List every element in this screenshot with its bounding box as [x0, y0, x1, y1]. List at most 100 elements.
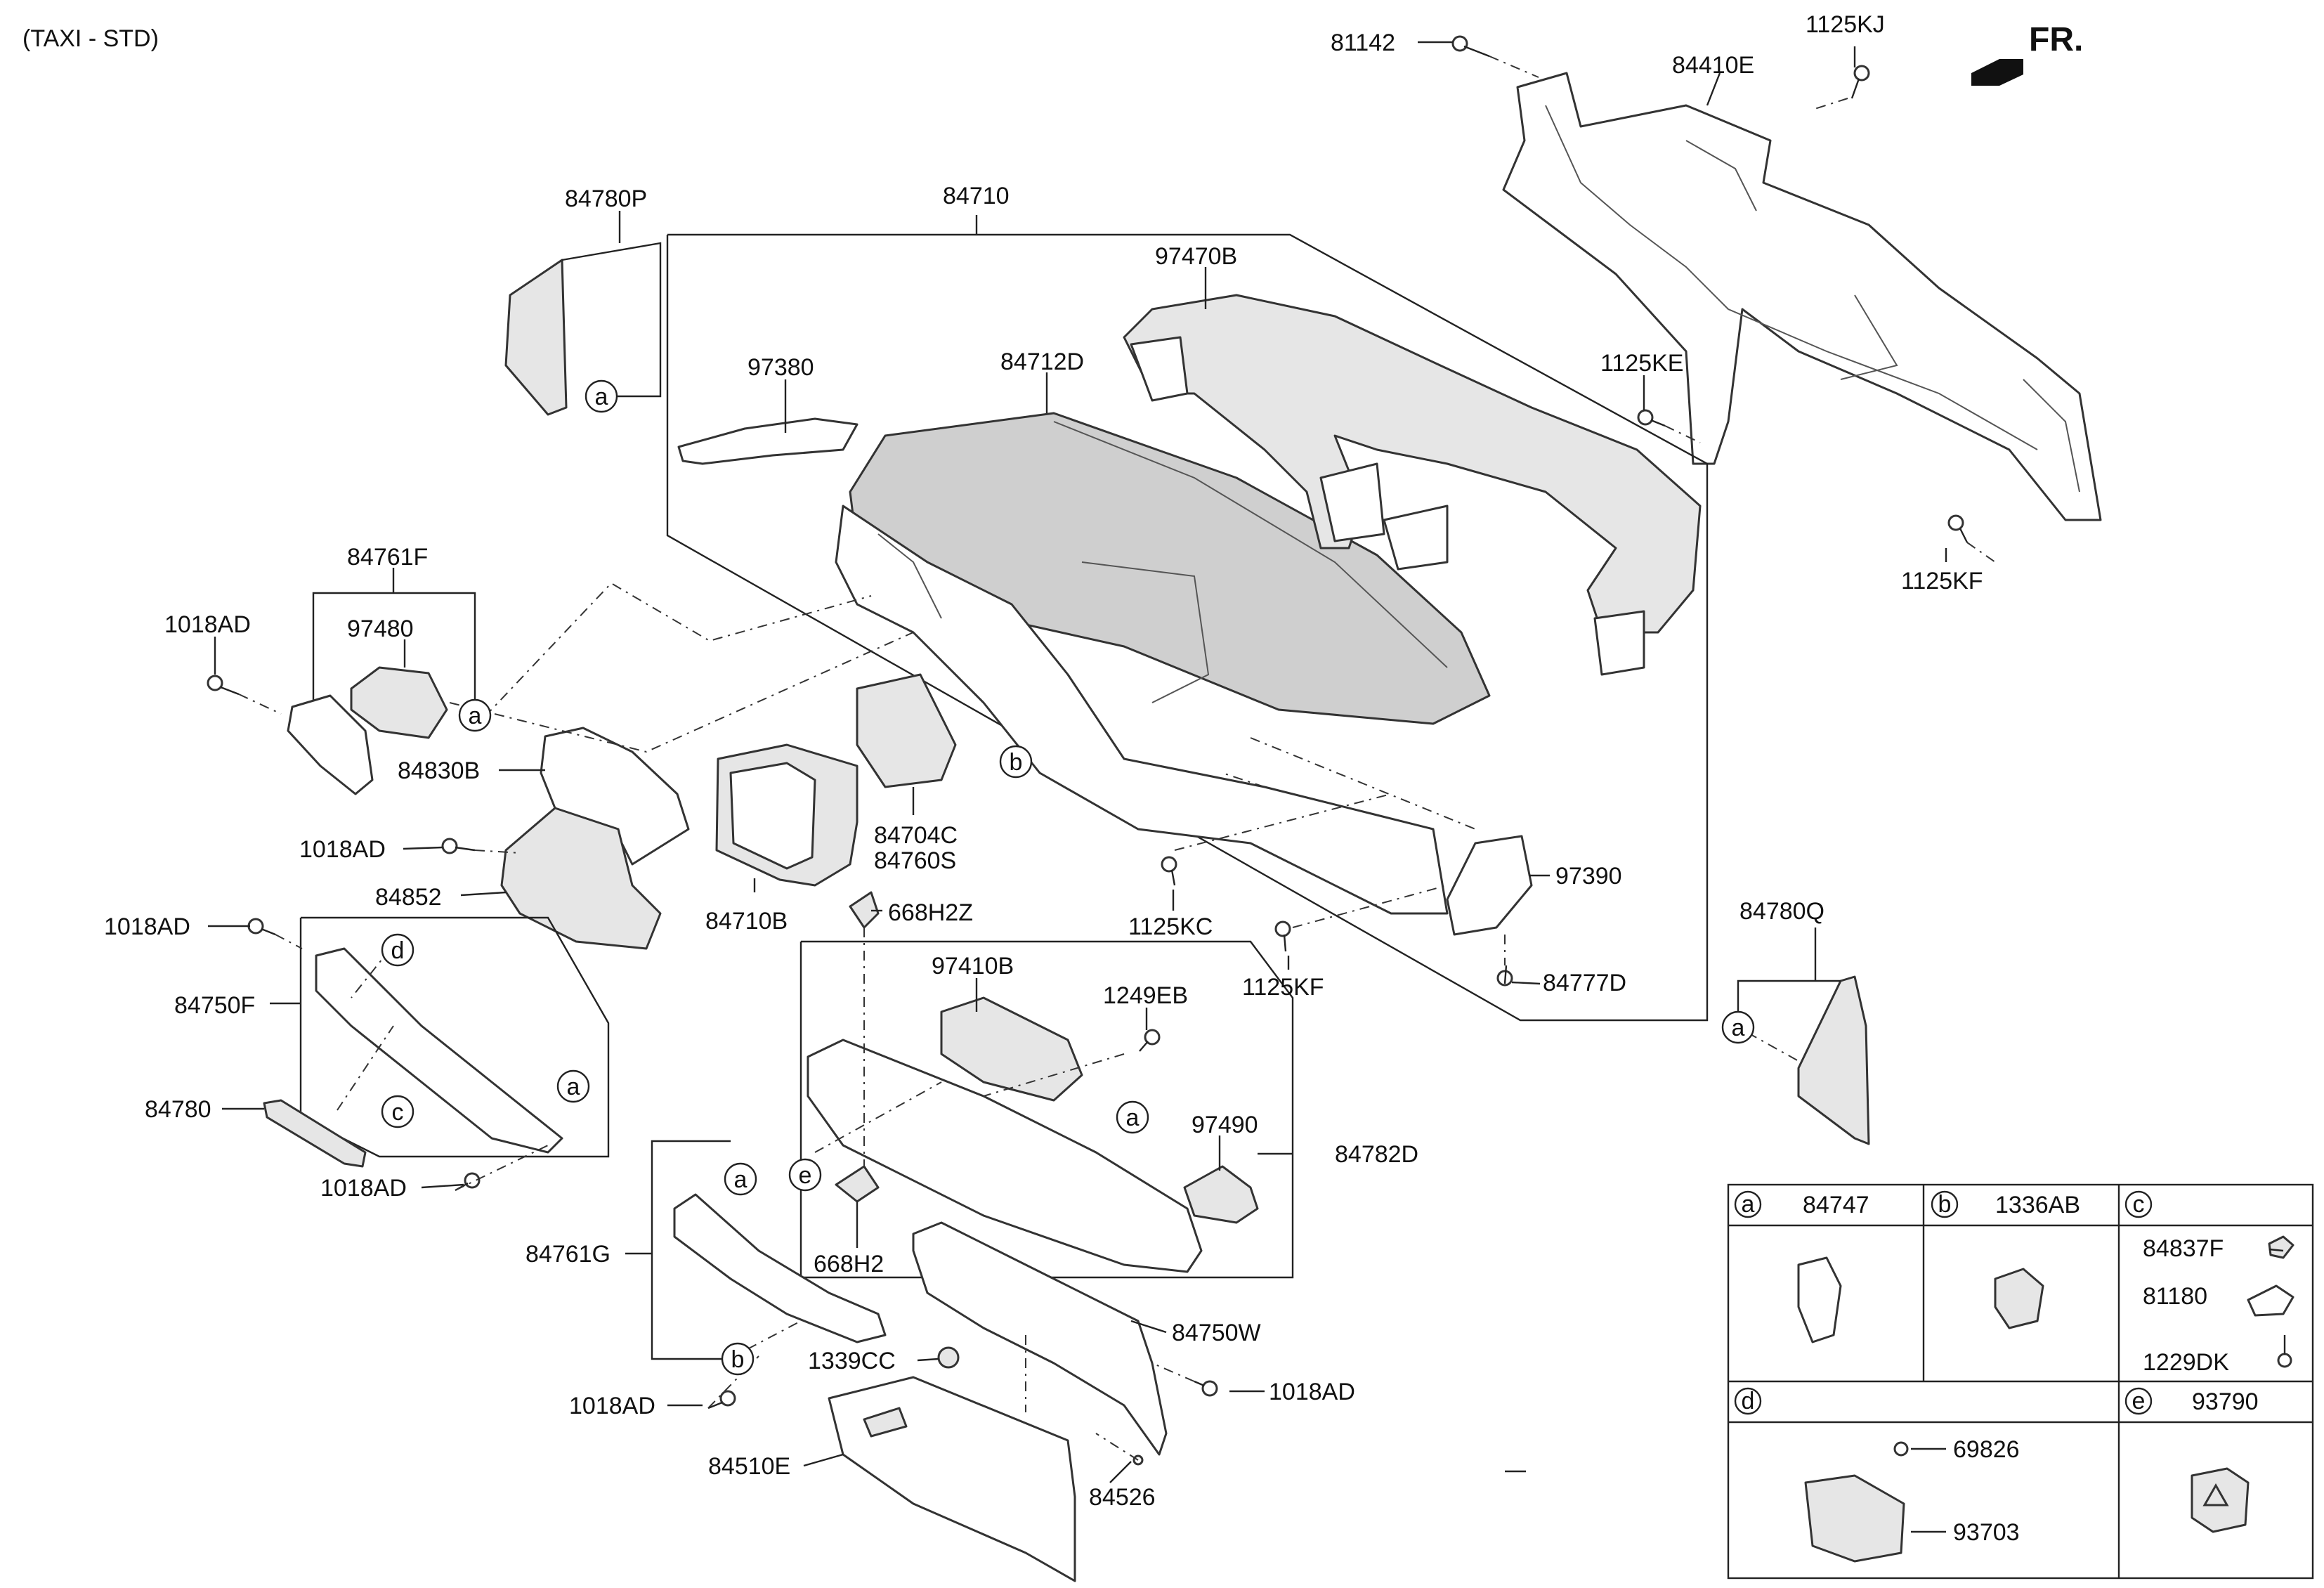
assembly-lines — [238, 56, 1996, 1461]
svg-text:e: e — [2132, 1388, 2146, 1414]
lower-cover-84761g — [673, 1193, 887, 1343]
group-frame-84782d — [799, 940, 1294, 1279]
side-cover-84780q — [1797, 975, 1870, 1145]
legend-circle-b — [1931, 1190, 1959, 1218]
callout-1125kf-mid: 1125KF — [1242, 974, 1324, 1001]
trim-strip-84780 — [263, 1099, 367, 1168]
legend-part-d2: 93703 — [1953, 1519, 2020, 1546]
bracket-84780q — [1737, 980, 1841, 1026]
callout-84710: 84710 — [943, 183, 1010, 209]
crossmember-assembly — [1502, 72, 2102, 521]
callout-84782d: 84782D — [1335, 1141, 1418, 1168]
callout-labels: 81142 84410E 1125KJ 84780P 84710 97470B … — [104, 11, 1983, 1511]
display-bezel-inner — [729, 762, 816, 870]
callout-1018ad-1: 1018AD — [164, 611, 251, 638]
vent-97480 — [350, 666, 448, 739]
svg-text:c: c — [2133, 1191, 2145, 1218]
svg-text:a: a — [1732, 1015, 1745, 1041]
front-arrow-icon — [1971, 59, 2023, 86]
callout-1125kj: 1125KJ — [1806, 11, 1885, 38]
svg-text:c: c — [392, 1099, 404, 1126]
legend-part-d1: 69826 — [1953, 1436, 2020, 1463]
callout-84852: 84852 — [375, 884, 442, 911]
callout-81142: 81142 — [1331, 30, 1395, 56]
callout-84780q: 84780Q — [1739, 898, 1824, 925]
column-shroud-84852 — [500, 807, 662, 950]
leader-lines — [208, 41, 1947, 1483]
callout-84761g: 84761G — [525, 1241, 611, 1268]
ref-circle-d — [381, 933, 414, 967]
legend-clip-84837f — [2268, 1235, 2294, 1259]
callout-84410e: 84410E — [1672, 52, 1754, 79]
ref-circle-a — [1116, 1100, 1149, 1134]
legend-part-c3: 1229DK — [2143, 1349, 2229, 1376]
cover-84761f — [287, 694, 374, 795]
front-direction-marker: FR. — [1971, 21, 2083, 86]
svg-text:e: e — [799, 1162, 812, 1189]
callout-1018ad-2: 1018AD — [299, 836, 386, 863]
svg-text:a: a — [567, 1074, 580, 1100]
variant-label: (TAXI - STD) — [22, 25, 159, 52]
callout-1339cc: 1339CC — [808, 1348, 896, 1374]
callout-1249eb: 1249EB — [1103, 982, 1188, 1009]
legend-circle-d — [1734, 1387, 1762, 1415]
callout-84780: 84780 — [145, 1096, 211, 1123]
ref-circle-a — [585, 379, 618, 413]
legend-circle-a — [1734, 1190, 1762, 1218]
ref-circle-a — [556, 1069, 590, 1103]
callout-1018ad-4: 1018AD — [320, 1175, 407, 1202]
svg-text:d: d — [391, 937, 405, 964]
callout-97380: 97380 — [748, 354, 814, 381]
air-duct-97470b — [1123, 294, 1702, 676]
ref-circle-a — [458, 698, 492, 732]
callout-84761f: 84761F — [347, 544, 428, 571]
lower-panel-84750w — [912, 1221, 1168, 1456]
reference-circles: a a b a d a c a e a b — [381, 379, 1755, 1376]
svg-text:a: a — [1126, 1105, 1140, 1131]
callout-1018ad-5: 1018AD — [569, 1393, 655, 1419]
callout-84760s: 84760S — [874, 847, 956, 874]
callout-84780p: 84780P — [565, 186, 647, 212]
glove-box-handle — [863, 1407, 908, 1438]
legend-switch-93703 — [1804, 1474, 1905, 1563]
ref-circle-a — [1721, 1010, 1755, 1044]
crash-pad-lower-84782d — [807, 1039, 1203, 1273]
legend-hazard-switch-93790 — [2191, 1467, 2250, 1533]
callout-1125kc: 1125KC — [1128, 913, 1213, 940]
callout-97390: 97390 — [1555, 863, 1622, 890]
ref-circle-c — [381, 1095, 414, 1128]
callout-84750w: 84750W — [1172, 1320, 1261, 1346]
legend-part-c1: 84837F — [2143, 1235, 2224, 1262]
callout-84712d: 84712D — [1000, 349, 1084, 375]
callout-84704c: 84704C — [874, 822, 958, 849]
callout-84710b: 84710B — [705, 908, 788, 935]
svg-text:b: b — [1010, 749, 1023, 776]
clip-668h2z — [849, 891, 880, 929]
legend-circle-e — [2124, 1387, 2153, 1415]
glove-box-84510e — [828, 1376, 1076, 1582]
legend-bracket-81180 — [2247, 1284, 2294, 1317]
callout-1125ke: 1125KE — [1600, 350, 1683, 377]
dashboard-main-panel — [835, 412, 1491, 915]
callout-668h2: 668H2 — [814, 1251, 884, 1277]
callout-97490: 97490 — [1192, 1112, 1258, 1138]
bracket-84761g — [651, 1140, 731, 1360]
callout-84510e: 84510E — [708, 1453, 790, 1480]
legend-part-c2: 81180 — [2143, 1283, 2207, 1310]
legend-clip-84747 — [1797, 1256, 1842, 1343]
group-frame-84710 — [666, 233, 1709, 1022]
callout-1018ad-6: 1018AD — [1269, 1379, 1355, 1405]
callout-84777d: 84777D — [1543, 970, 1626, 996]
display-unit-84704c — [856, 673, 957, 788]
legend-circle-c — [2124, 1190, 2153, 1218]
defroster-duct-97380 — [677, 417, 859, 465]
clip-668h2 — [835, 1165, 880, 1203]
callout-84830b: 84830B — [398, 757, 480, 784]
hazard-triangle-icon — [2202, 1483, 2229, 1506]
lower-panel-84750f — [315, 947, 563, 1154]
callout-1125kf-top: 1125KF — [1901, 568, 1983, 594]
center-vent-97410b — [940, 996, 1083, 1102]
front-label: FR. — [2029, 21, 2083, 58]
callout-84750f: 84750F — [174, 992, 255, 1019]
